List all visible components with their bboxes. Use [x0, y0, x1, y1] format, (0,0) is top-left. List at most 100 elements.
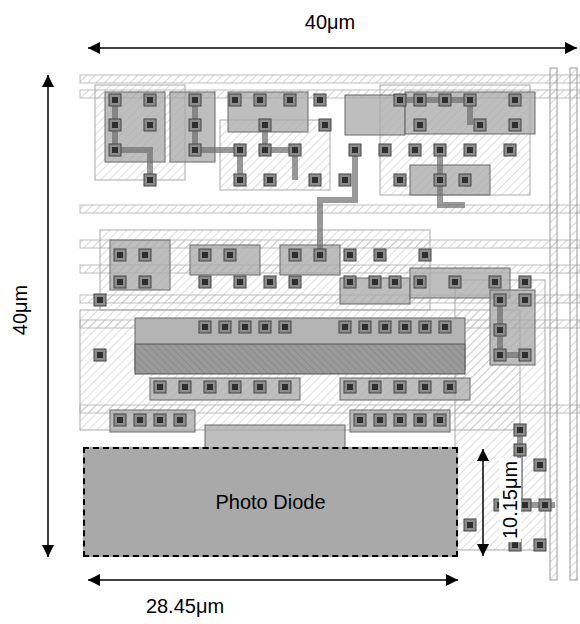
contact-via: [442, 97, 448, 103]
contact-via: [117, 252, 123, 258]
contact-via: [97, 297, 103, 303]
contact-pad: [509, 119, 521, 131]
metal-wire: [520, 430, 555, 505]
contact-via: [157, 384, 163, 390]
contact-via: [147, 122, 153, 128]
contact-via: [257, 97, 263, 103]
metal-wire: [115, 100, 150, 180]
contact-pad: [434, 144, 446, 156]
contact-via: [522, 279, 528, 285]
contact-pad: [349, 144, 361, 156]
contact-pad: [464, 94, 476, 106]
contact-pad: [199, 249, 211, 261]
contact-pad: [189, 119, 201, 131]
contact-pad: [434, 174, 446, 186]
contact-pad: [369, 276, 381, 288]
contact-pad: [539, 499, 551, 511]
contact-via: [312, 177, 318, 183]
contact-pad: [534, 539, 546, 551]
contact-pad: [419, 249, 431, 261]
contact-via: [222, 324, 228, 330]
contact-pad: [94, 349, 106, 361]
contact-pad: [154, 381, 166, 393]
contact-via: [322, 122, 328, 128]
diffusion-region: [110, 240, 170, 290]
contact-via: [192, 147, 198, 153]
contact-via: [282, 384, 288, 390]
contact-pad: [414, 414, 426, 426]
contact-pad: [199, 321, 211, 333]
contact-pad: [414, 276, 426, 288]
contact-pad: [409, 144, 421, 156]
contact-via: [437, 147, 443, 153]
metal-wire: [400, 100, 470, 125]
contact-via: [422, 384, 428, 390]
contact-via: [397, 177, 403, 183]
metal-region: [100, 230, 430, 310]
contact-via: [347, 384, 353, 390]
contact-via: [477, 122, 483, 128]
contact-pad: [444, 381, 456, 393]
contact-via: [512, 122, 518, 128]
contact-via: [522, 352, 528, 358]
contact-pad: [514, 424, 526, 436]
contact-pad: [494, 349, 506, 361]
contact-via: [112, 97, 118, 103]
poly-gate: [135, 344, 465, 374]
contact-via: [262, 147, 268, 153]
dimension-arrow: [88, 47, 577, 49]
contact-via: [372, 279, 378, 285]
contact-via: [412, 147, 418, 153]
contact-via: [342, 324, 348, 330]
contact-via: [242, 324, 248, 330]
contact-via: [522, 502, 528, 508]
contact-via: [142, 252, 148, 258]
contact-pad: [534, 459, 546, 471]
contact-via: [112, 122, 118, 128]
contact-via: [397, 384, 403, 390]
contact-pad: [259, 144, 271, 156]
contact-via: [417, 417, 423, 423]
contact-pad: [519, 294, 531, 306]
contact-via: [147, 177, 153, 183]
contact-pad: [259, 119, 271, 131]
contact-via: [362, 324, 368, 330]
contact-pad: [139, 249, 151, 261]
contact-via: [397, 97, 403, 103]
contact-pad: [394, 174, 406, 186]
contact-via: [497, 352, 503, 358]
diffusion-region: [205, 425, 345, 449]
contact-pad: [449, 276, 461, 288]
contact-via: [462, 177, 468, 183]
region-label: Photo Diode: [215, 491, 325, 514]
contact-via: [357, 417, 363, 423]
power-rail: [570, 68, 577, 580]
contact-pad: [489, 276, 501, 288]
contact-pad: [259, 321, 271, 333]
contact-via: [512, 97, 518, 103]
contact-pad: [414, 119, 426, 131]
contact-via: [522, 297, 528, 303]
contact-pad: [239, 321, 251, 333]
contact-pad: [319, 119, 331, 131]
diffusion-region: [150, 378, 300, 400]
contact-via: [267, 279, 273, 285]
contact-pad: [229, 381, 241, 393]
contact-pad: [339, 321, 351, 333]
contact-via: [537, 462, 543, 468]
contact-via: [377, 252, 383, 258]
contact-pad: [254, 381, 266, 393]
contact-pad: [179, 381, 191, 393]
contact-pad: [139, 276, 151, 288]
contact-pad: [314, 249, 326, 261]
contact-via: [237, 147, 243, 153]
contact-pad: [374, 414, 386, 426]
dimension-arrows: [48, 48, 577, 580]
contact-via: [377, 417, 383, 423]
diffusion-region: [490, 290, 535, 365]
contact-via: [207, 384, 213, 390]
contact-via: [442, 324, 448, 330]
contact-via: [317, 252, 323, 258]
metal-track: [80, 205, 580, 213]
contact-pad: [474, 119, 486, 131]
